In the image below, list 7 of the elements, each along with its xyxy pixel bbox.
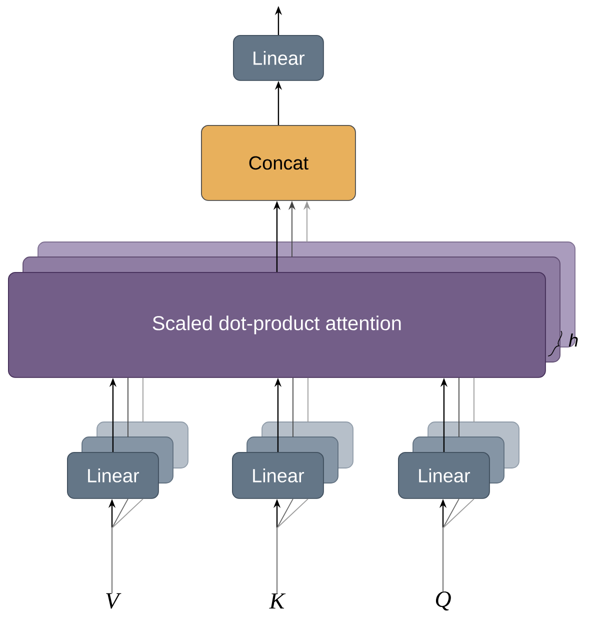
linear-box: Linear [232,452,324,499]
input-label: K [269,593,286,609]
linear-box: Linear [233,35,324,81]
input-label: V [106,593,122,609]
linear-box: Linear [67,452,159,499]
input-label: Q [436,592,451,610]
concat-box: Concat [201,125,356,201]
